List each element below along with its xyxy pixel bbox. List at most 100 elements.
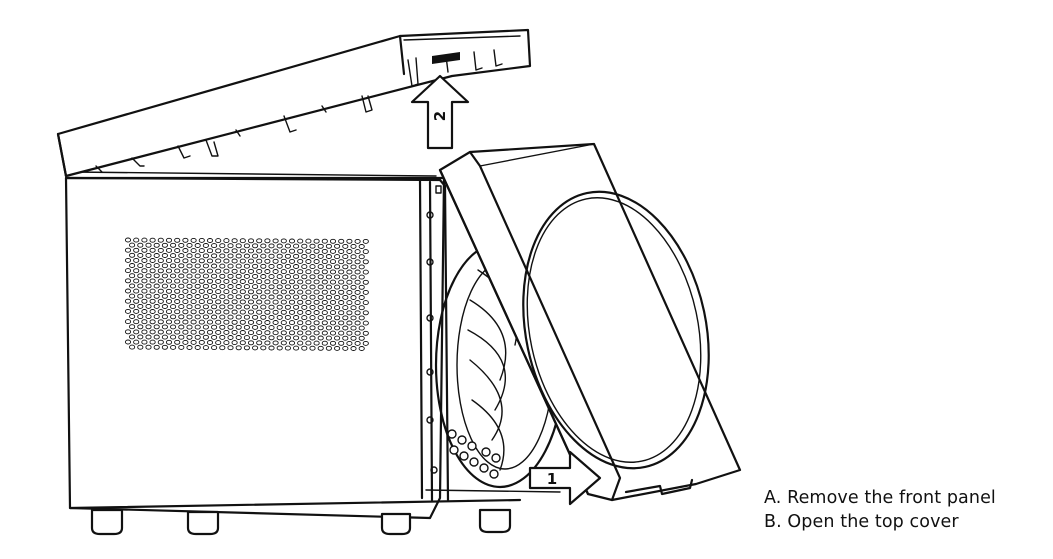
vent-hole [247, 340, 255, 346]
vent-hole [354, 310, 361, 316]
vent-hole [206, 309, 214, 315]
vent-hole [170, 334, 177, 340]
vent-hole [305, 299, 312, 305]
vent-hole [334, 254, 341, 260]
vent-hole [325, 294, 332, 300]
vent-hole [297, 299, 304, 305]
vent-hole [276, 345, 283, 351]
vent-hole [260, 243, 267, 249]
vent-hole [338, 300, 345, 305]
vent-hole [338, 249, 345, 254]
vent-hole [317, 345, 324, 351]
vent-hole [252, 324, 259, 330]
vent-hole [223, 299, 230, 305]
vent-hole [206, 278, 214, 284]
vent-hole [157, 288, 164, 294]
vent-hole [321, 320, 328, 326]
vent-hole [329, 238, 337, 244]
vent-hole [149, 329, 156, 335]
vent-hole [231, 268, 238, 274]
vent-hole [239, 289, 246, 295]
vent-hole [354, 330, 361, 336]
vent-hole [293, 345, 300, 351]
vent-hole [129, 242, 136, 248]
vent-hole [268, 325, 275, 331]
vent-hole [153, 263, 160, 269]
vent-hole [202, 283, 209, 289]
vent-hole [264, 340, 271, 346]
vent-hole [219, 263, 226, 269]
vent-hole [313, 248, 320, 254]
vent-hole [198, 299, 205, 305]
vent-hole [202, 345, 209, 351]
vent-hole [178, 263, 185, 269]
vent-hole [182, 268, 189, 274]
vent-hole [141, 309, 148, 314]
vent-hole [313, 320, 320, 326]
vent-hole [260, 284, 267, 290]
vent-hole [342, 254, 349, 260]
vent-hole [206, 319, 214, 325]
vent-hole [186, 242, 193, 248]
vent-hole [297, 289, 304, 295]
vent-hole [362, 238, 369, 244]
vent-hole [256, 238, 263, 244]
vent-hole [231, 340, 238, 346]
vent-hole [235, 304, 242, 310]
vent-hole [190, 258, 197, 264]
vent-hole [174, 319, 181, 325]
vent-hole [268, 335, 275, 341]
vent-hole [350, 274, 357, 280]
vent-hole [321, 248, 328, 254]
port [459, 451, 469, 461]
vent-hole [362, 320, 369, 326]
vent-hole [174, 258, 181, 264]
vent-hole [161, 273, 168, 279]
vent-hole [305, 259, 312, 264]
vent-hole [186, 314, 193, 320]
vent-hole [264, 279, 271, 285]
vent-hole [362, 259, 369, 265]
vent-hole [272, 320, 279, 325]
port [447, 429, 457, 439]
vent-hole [280, 238, 287, 244]
port [449, 445, 459, 455]
vent-hole [133, 319, 140, 325]
vent-hole [149, 268, 156, 274]
vent-hole [305, 340, 312, 346]
vent-hole [182, 319, 189, 325]
vent-hole [358, 346, 365, 351]
vent-hole [243, 335, 250, 341]
vent-hole [235, 253, 242, 259]
vent-hole [190, 329, 197, 335]
vent-hole [309, 315, 316, 321]
vent-hole [133, 257, 140, 263]
vent-hole [124, 319, 132, 325]
vent-hole [272, 248, 279, 254]
vent-hole [219, 294, 226, 300]
vent-hole [252, 284, 259, 290]
vent-hole [149, 278, 156, 284]
vent-hole [174, 237, 181, 243]
vent-hole [268, 263, 275, 269]
vent-hole [243, 294, 250, 300]
vent-hole [133, 268, 140, 274]
vent-hole [260, 345, 267, 351]
vent-hole [239, 258, 246, 264]
vent-hole [284, 284, 291, 290]
vent-hole [321, 238, 328, 244]
vent-hole [354, 279, 361, 285]
vent-hole [149, 319, 156, 325]
vent-hole [243, 314, 250, 320]
port [469, 457, 479, 467]
vent-hole [157, 329, 164, 335]
vent-hole [256, 340, 263, 346]
vent-hole [293, 325, 300, 331]
vent-hole [313, 259, 320, 264]
vent-hole [133, 288, 140, 294]
vent-hole [264, 299, 271, 305]
vent-hole [325, 305, 332, 310]
vent-hole [325, 264, 332, 270]
vent-hole [178, 344, 185, 350]
